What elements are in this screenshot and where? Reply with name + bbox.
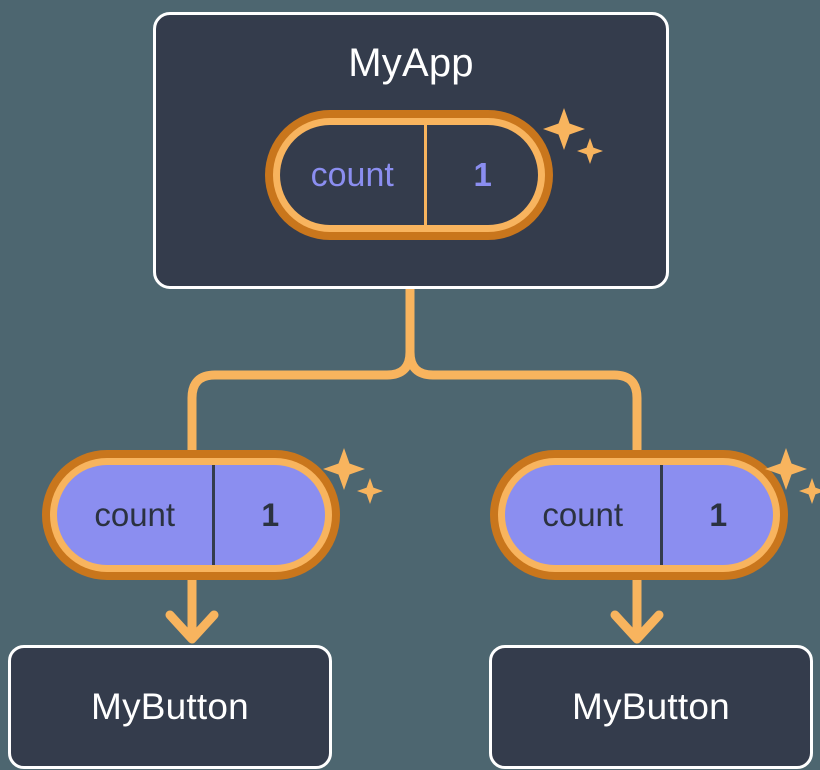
sparkle-icon-small	[357, 478, 383, 504]
state-value-label: 1	[709, 496, 728, 533]
component-card-mybutton-left[interactable]: MyButton	[8, 645, 332, 769]
state-pill-myapp[interactable]: count 1	[265, 110, 553, 240]
component-title-myapp: MyApp	[348, 41, 474, 85]
state-pill-inner-ring: count 1	[50, 458, 332, 572]
state-pill-body: count 1	[57, 465, 325, 565]
wire-branch-left	[187, 347, 415, 455]
component-title-mybutton: MyButton	[572, 686, 730, 727]
state-pill-child-right[interactable]: count 1	[490, 450, 788, 580]
arrow-down-icon-right	[610, 610, 664, 644]
state-value-label: 1	[261, 496, 280, 533]
state-pill-inner-ring: count 1	[498, 458, 780, 572]
state-pill-body: count 1	[505, 465, 773, 565]
state-pill-body: count 1	[280, 125, 538, 225]
state-pill-child-left[interactable]: count 1	[42, 450, 340, 580]
state-key-label: count	[57, 465, 216, 565]
sparkle-icon-small	[799, 478, 820, 504]
component-card-mybutton-right[interactable]: MyButton	[489, 645, 813, 769]
component-title-mybutton: MyButton	[91, 686, 249, 727]
state-key-label: count	[505, 465, 664, 565]
state-pill-inner-ring: count 1	[273, 118, 545, 232]
state-value-label: 1	[473, 156, 492, 193]
wire-branch-right	[405, 347, 642, 455]
arrow-down-icon-left	[165, 610, 219, 644]
state-key-label: count	[280, 125, 428, 225]
